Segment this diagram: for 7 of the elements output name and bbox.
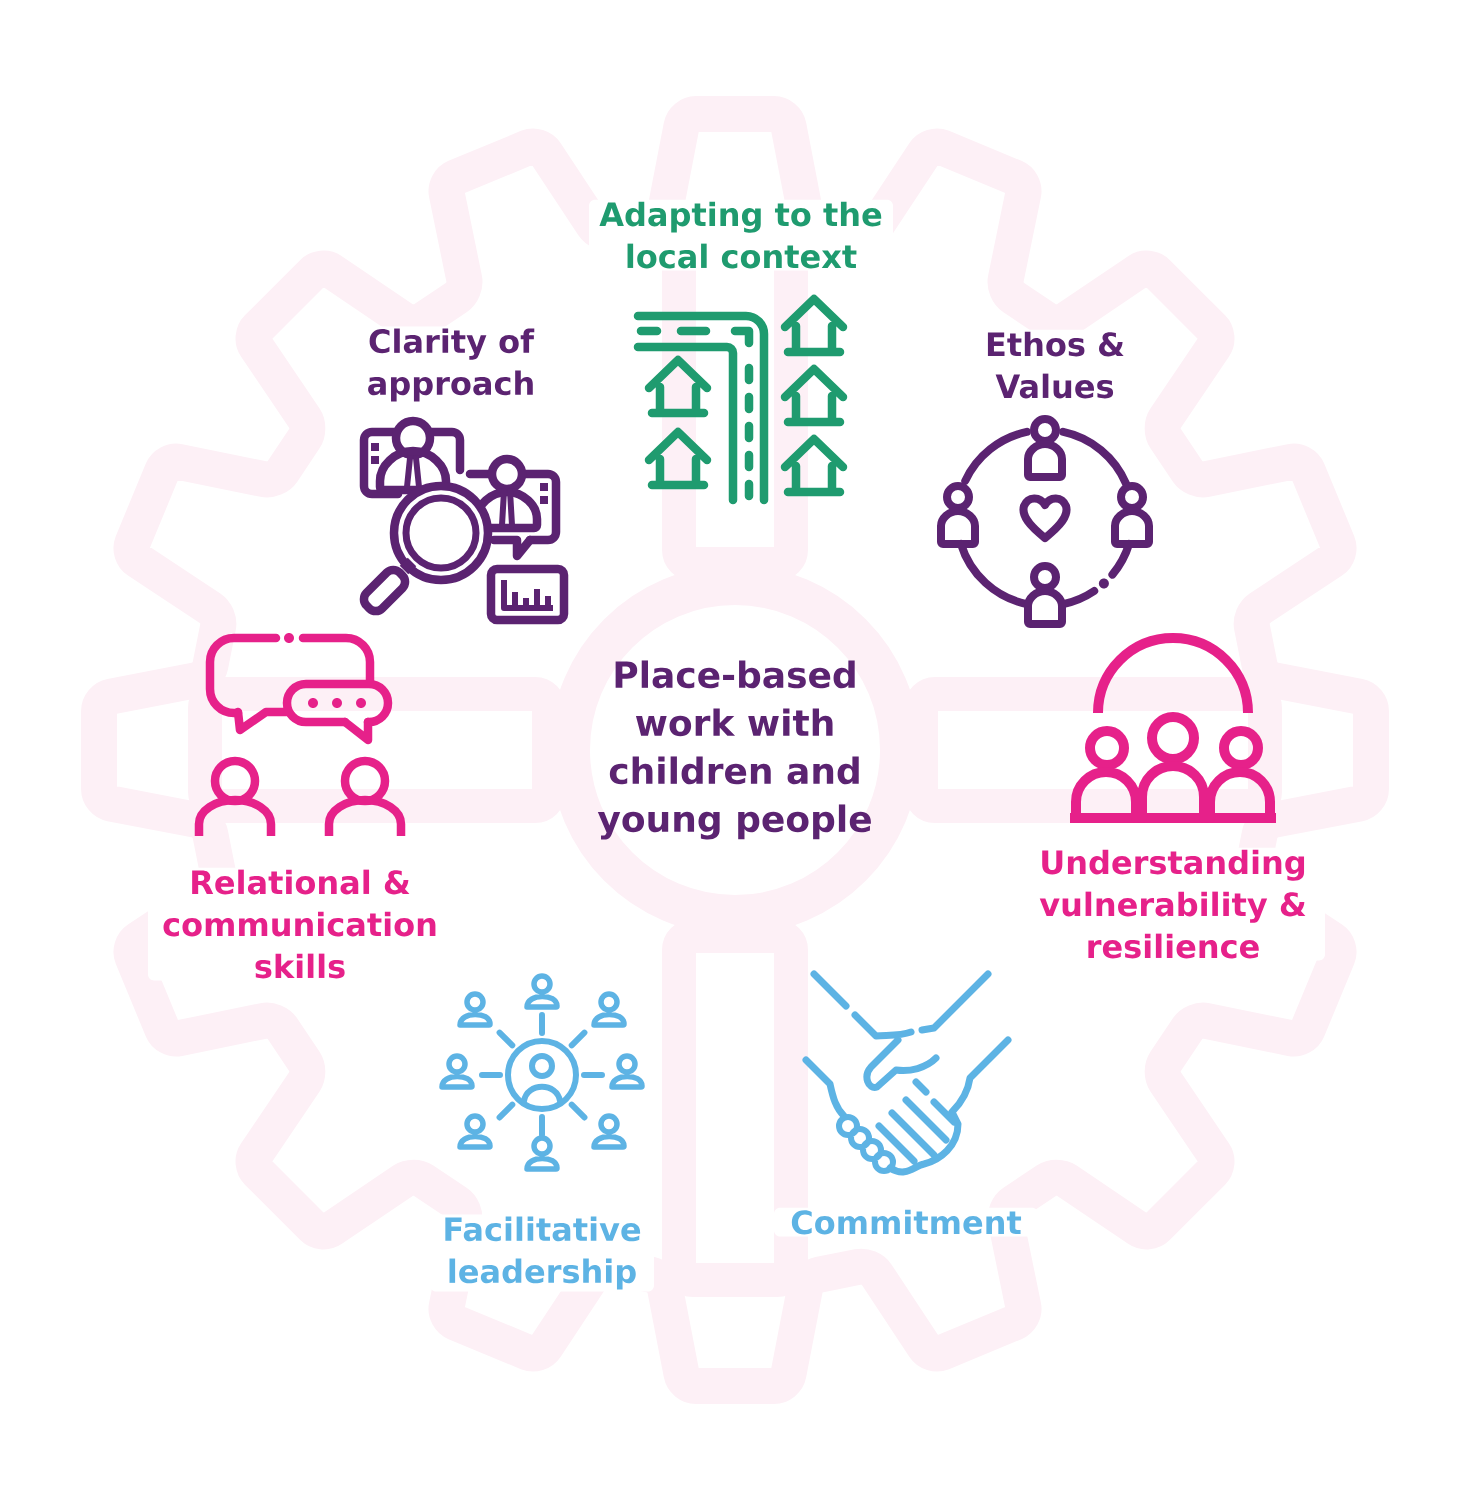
topic-label: Understanding vulnerability & resilience [1021, 847, 1325, 961]
topic-label: Ethos & Values [973, 329, 1137, 401]
topic-label: Adapting to the local context [589, 199, 893, 271]
topic-label: Facilitative leadership [430, 1214, 654, 1292]
topic-label: Relational & communication skills [148, 867, 452, 981]
topic-label: Commitment [774, 1207, 1038, 1237]
topic-label: Clarity of approach [349, 326, 553, 404]
